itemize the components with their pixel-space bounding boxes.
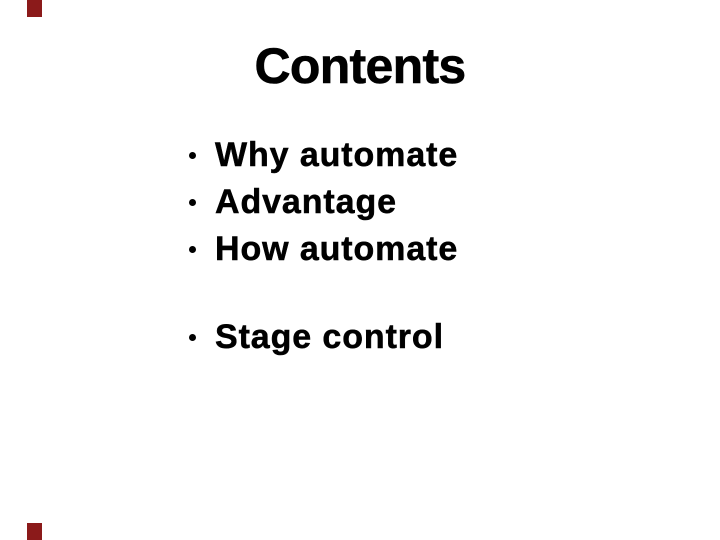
bullet-item: Advantage (189, 179, 458, 226)
bullet-icon (189, 246, 196, 253)
corner-mark-top-left (27, 0, 42, 17)
bullet-item: Why automate (189, 132, 458, 179)
bullet-item: How automate (189, 226, 458, 273)
slide-title: Contents (254, 38, 466, 94)
bullet-label: Stage control (215, 318, 444, 357)
corner-mark-bottom-left (27, 523, 42, 540)
bullet-icon (189, 152, 196, 159)
bullet-label: How automate (215, 230, 459, 269)
bullet-item: Stage control (189, 314, 458, 361)
bullet-icon (189, 334, 196, 341)
bullet-label: Advantage (215, 183, 397, 222)
bullet-list: Why automate Advantage How automate Stag… (189, 132, 458, 361)
bullet-label: Why automate (215, 136, 459, 175)
bullet-icon (189, 199, 196, 206)
